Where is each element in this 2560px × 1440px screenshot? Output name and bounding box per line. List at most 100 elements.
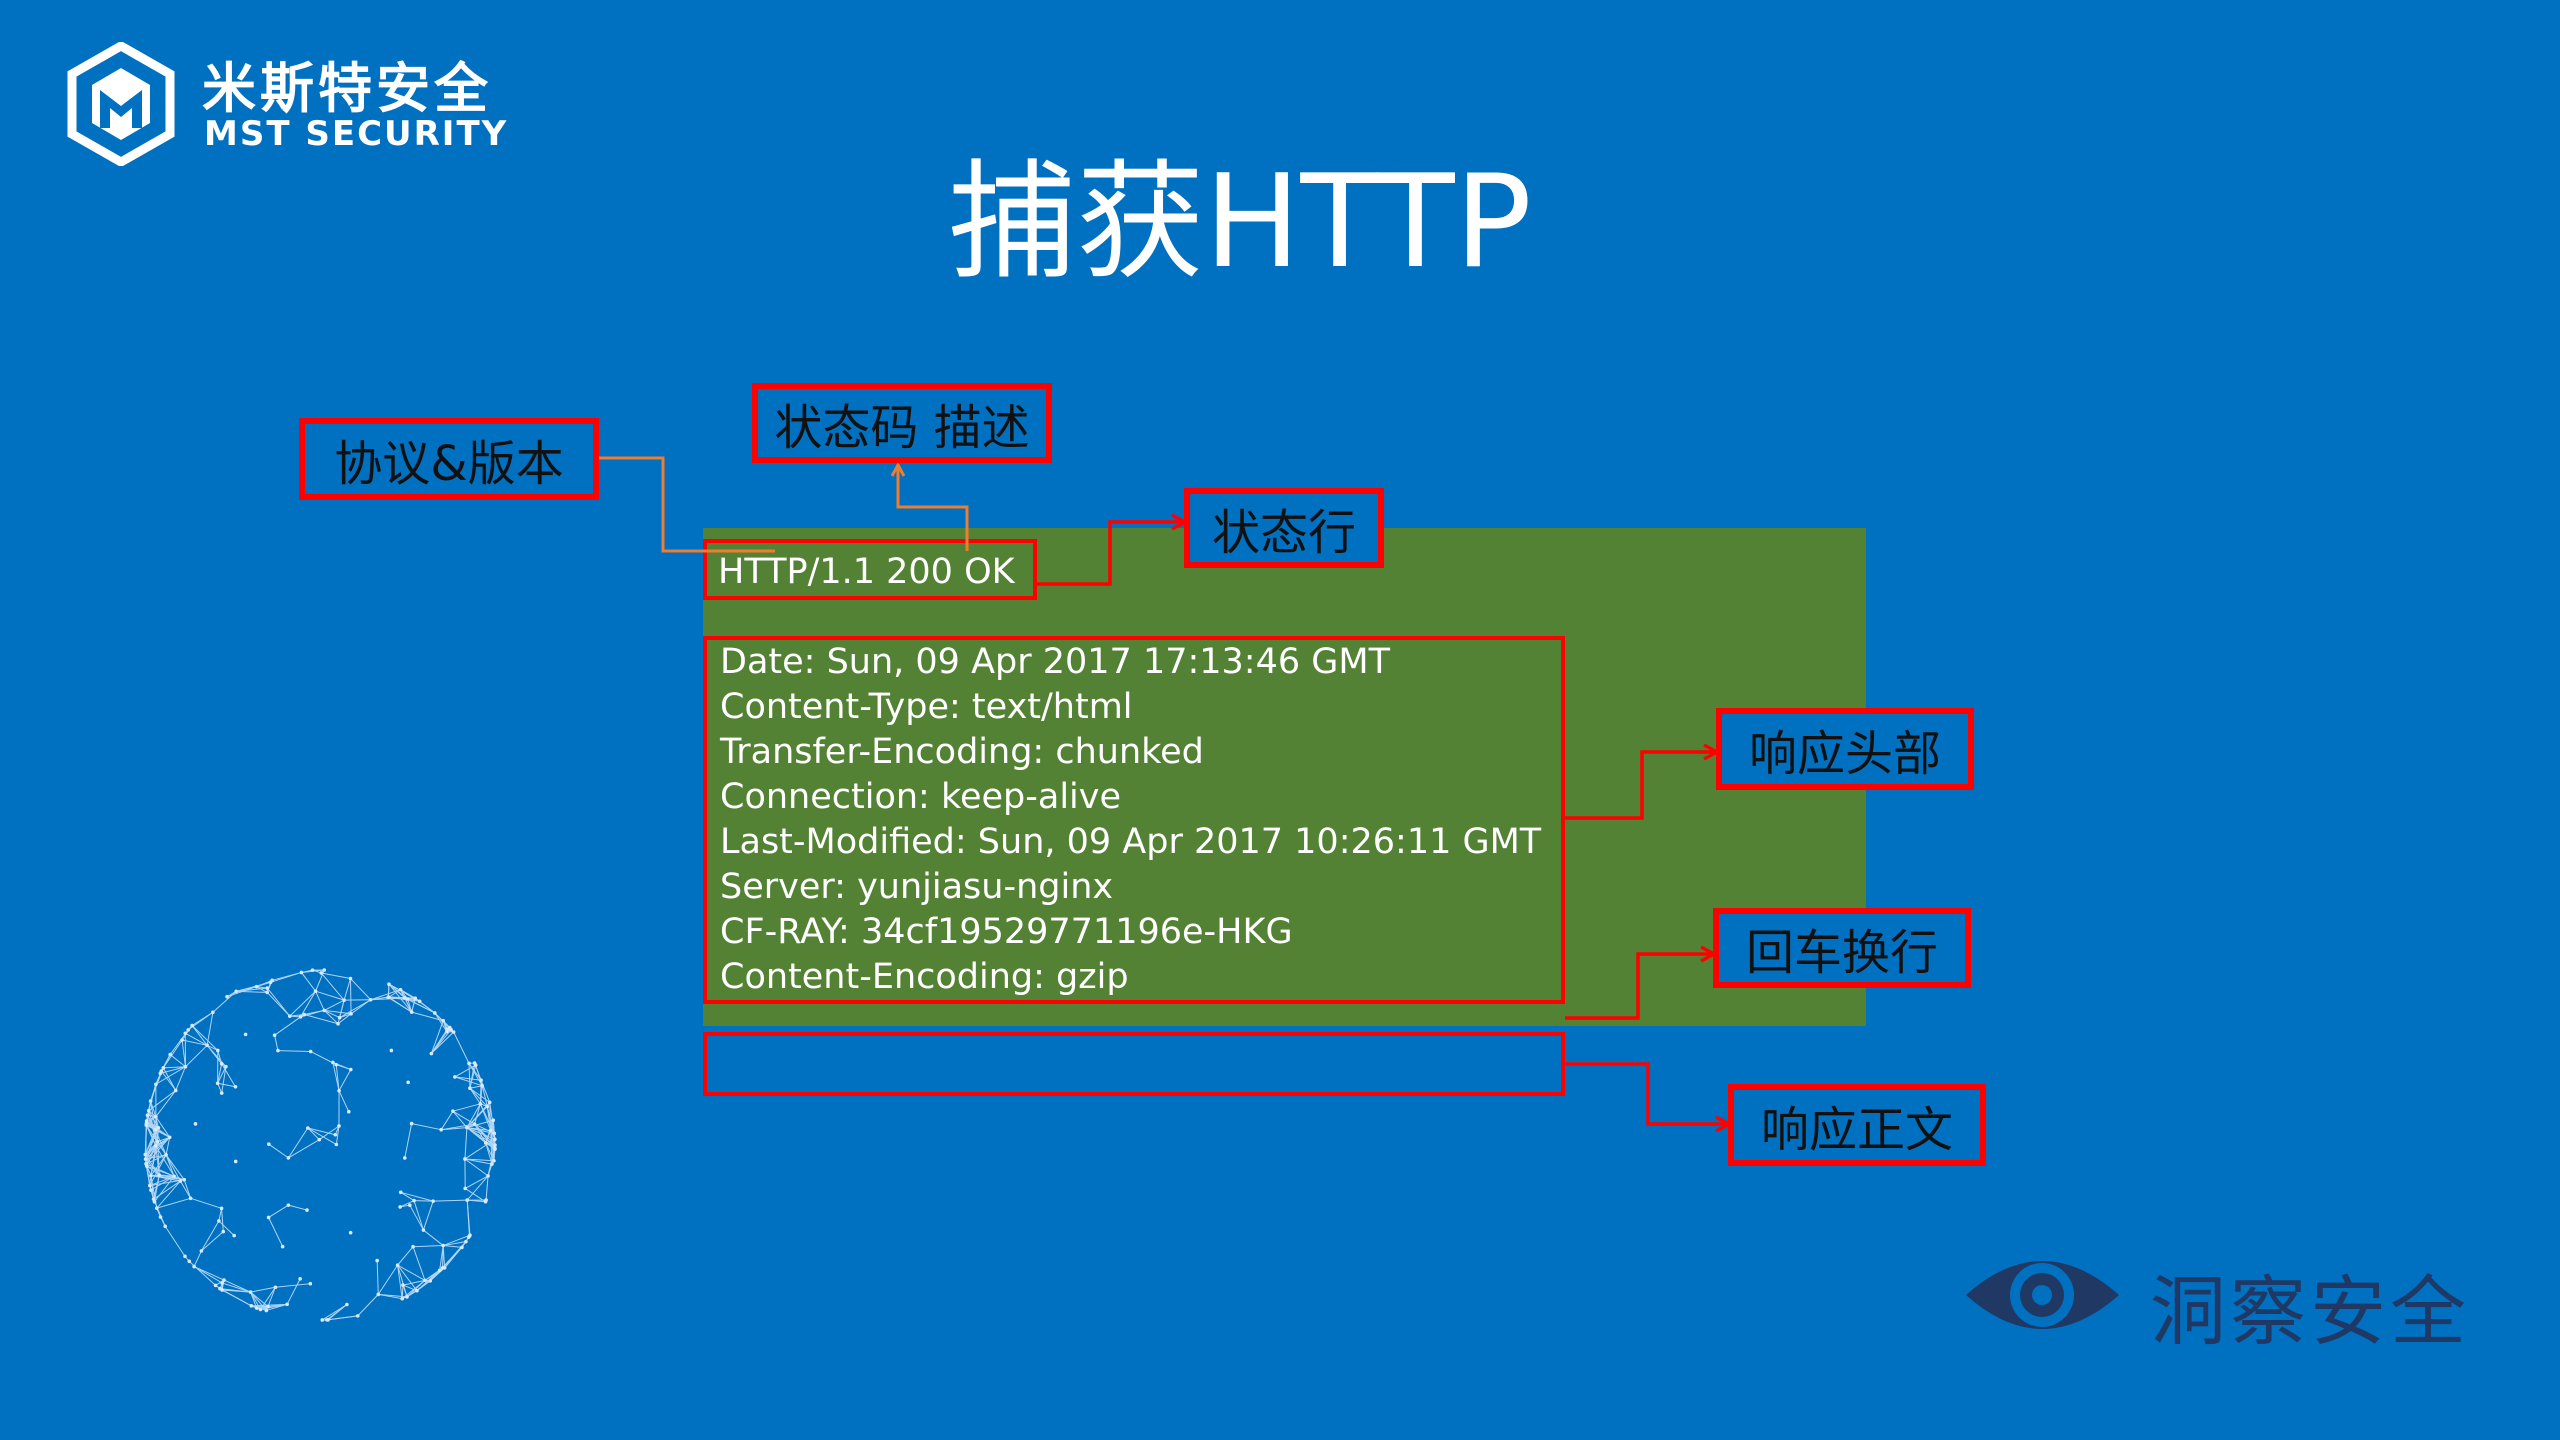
globe-link xyxy=(146,1120,156,1131)
globe-link xyxy=(404,1123,413,1159)
globe-node xyxy=(233,1084,238,1089)
globe-node xyxy=(368,997,373,1002)
globe-node xyxy=(334,1142,339,1147)
globe-link xyxy=(338,1069,352,1091)
globe-node xyxy=(183,1064,188,1069)
globe-link xyxy=(466,1103,481,1128)
globe-node xyxy=(168,1052,172,1057)
globe-link xyxy=(165,1137,171,1155)
globe-link xyxy=(144,1145,157,1155)
arrow-body xyxy=(1565,1062,1728,1124)
header-line: Last-Modified: Sun, 09 Apr 2017 10:26:11… xyxy=(720,822,1542,862)
globe-link xyxy=(431,1031,454,1054)
globe-link xyxy=(190,1197,222,1209)
globe-link xyxy=(388,996,416,999)
globe-node xyxy=(285,1302,289,1307)
globe-node xyxy=(299,970,304,975)
globe-link xyxy=(156,1180,181,1209)
globe-link xyxy=(377,1264,399,1295)
globe-node xyxy=(415,1288,419,1293)
globe-link xyxy=(274,1035,279,1051)
globe-link xyxy=(145,1123,157,1146)
globe-link xyxy=(464,1158,489,1177)
globe-link xyxy=(275,1283,311,1288)
globe-node xyxy=(483,1141,488,1145)
globe-link xyxy=(400,989,413,1013)
globe-link xyxy=(442,1245,446,1268)
globe-node xyxy=(310,968,315,972)
globe-link xyxy=(475,1064,483,1086)
arrow-headers xyxy=(1565,752,1716,820)
globe-link xyxy=(183,1179,192,1199)
globe-link xyxy=(474,1103,481,1125)
globe-node xyxy=(439,1127,443,1132)
globe-node xyxy=(433,1011,437,1015)
globe-link xyxy=(441,1123,475,1131)
globe-node xyxy=(398,1190,403,1195)
globe-link xyxy=(150,1175,185,1181)
globe-link xyxy=(188,1260,216,1286)
globe-link xyxy=(411,1011,444,1022)
globe-link xyxy=(327,1315,358,1321)
globe-link xyxy=(156,1197,191,1209)
globe-link xyxy=(479,1085,483,1104)
globe-node xyxy=(287,1014,292,1018)
globe-node xyxy=(447,1025,452,1030)
globe-node xyxy=(161,1066,166,1070)
globe-node xyxy=(187,1259,192,1264)
globe-node xyxy=(232,1233,236,1238)
globe-node xyxy=(486,1174,490,1178)
globe-link xyxy=(145,1136,171,1165)
globe-link xyxy=(217,1082,236,1088)
globe-node xyxy=(487,1100,492,1105)
globe-link xyxy=(191,1011,214,1026)
globe-node xyxy=(313,989,318,994)
globe-link xyxy=(464,1175,489,1189)
globe-node xyxy=(467,1061,471,1066)
globe-node xyxy=(286,1156,291,1160)
globe-link xyxy=(287,1127,309,1159)
globe-link xyxy=(413,1200,424,1231)
globe-node xyxy=(192,1264,196,1269)
globe-link xyxy=(150,1084,157,1102)
globe-node xyxy=(409,1010,414,1014)
globe-link xyxy=(304,1014,339,1025)
globe-node xyxy=(320,1318,325,1322)
globe-link xyxy=(464,1127,468,1159)
globe-link xyxy=(474,1123,496,1149)
globe-link xyxy=(307,1127,336,1136)
globe-link xyxy=(480,1080,491,1103)
globe-link xyxy=(307,1127,320,1141)
globe-node xyxy=(331,1060,335,1065)
globe-link xyxy=(149,1154,167,1186)
globe-node xyxy=(211,1010,215,1015)
globe-link xyxy=(442,1234,471,1247)
globe-node xyxy=(265,986,270,990)
globe-link xyxy=(219,1288,251,1293)
label-response-body: 响应正文 xyxy=(1728,1084,1986,1166)
globe-link xyxy=(387,989,401,998)
globe-node xyxy=(428,1279,433,1283)
globe-node xyxy=(268,980,273,985)
globe-node xyxy=(216,1048,220,1053)
globe-link xyxy=(146,1165,160,1176)
headers-box xyxy=(703,636,1565,1004)
globe-link xyxy=(487,1148,496,1177)
globe-link xyxy=(236,990,268,993)
globe-node xyxy=(478,1102,483,1106)
globe-link xyxy=(289,1015,301,1018)
globe-node xyxy=(149,1173,153,1178)
globe-node xyxy=(493,1137,497,1142)
globe-node xyxy=(472,1122,477,1126)
globe-link xyxy=(350,978,372,1001)
globe-link xyxy=(150,1189,161,1218)
globe-link xyxy=(413,1245,444,1248)
globe-link xyxy=(300,990,317,1018)
globe-node xyxy=(375,1258,379,1263)
globe-node xyxy=(308,1049,313,1054)
globe-node xyxy=(405,997,410,1001)
globe-node xyxy=(493,1143,497,1147)
globe-link xyxy=(370,996,389,1001)
globe-link xyxy=(454,1064,476,1078)
globe-node xyxy=(183,1254,187,1259)
